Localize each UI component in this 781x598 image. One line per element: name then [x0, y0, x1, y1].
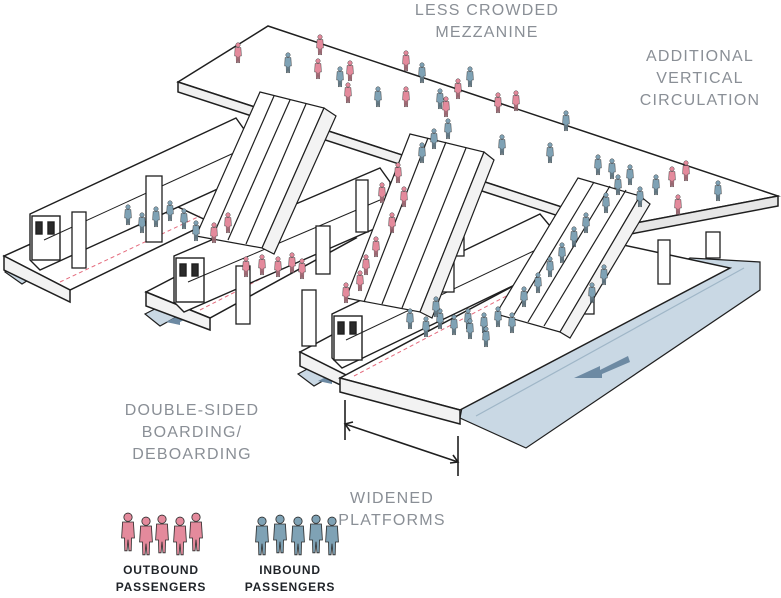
- train-2: [173, 167, 391, 313]
- passenger-figure: [188, 512, 204, 552]
- passenger-figure: [402, 50, 410, 72]
- widened-platform-dimension: [343, 400, 460, 476]
- escalator-bank-left: [195, 91, 337, 255]
- escalators: [195, 91, 651, 339]
- passenger-figure: [308, 514, 324, 554]
- legend-outbound-label: OUTBOUND PASSENGERS: [115, 563, 207, 594]
- passenger-figure: [272, 514, 288, 554]
- passenger-figure: [154, 514, 170, 554]
- callout-double-sided-boarding: DOUBLE-SIDED BOARDING/ DEBOARDING: [124, 402, 260, 463]
- escalator-bank-middle: [345, 133, 495, 319]
- passenger-figure: [342, 282, 350, 304]
- callout-additional-vertical-circulation: ADDITIONAL VERTICAL CIRCULATION: [639, 48, 761, 109]
- legend-outbound-figures: [120, 512, 204, 556]
- passenger-figure: [120, 512, 136, 552]
- passenger-figure: [138, 516, 154, 556]
- callout-less-crowded-mezzanine: LESS CROWDED MEZZANINE: [414, 2, 560, 41]
- passenger-figure: [466, 66, 474, 88]
- passenger-figure: [254, 516, 270, 556]
- callout-widened-platforms: WIDENED PLATFORMS: [338, 490, 446, 529]
- passenger-figure: [172, 516, 188, 556]
- legend-inbound-label: INBOUND PASSENGERS: [244, 563, 336, 594]
- passenger-figure: [290, 516, 306, 556]
